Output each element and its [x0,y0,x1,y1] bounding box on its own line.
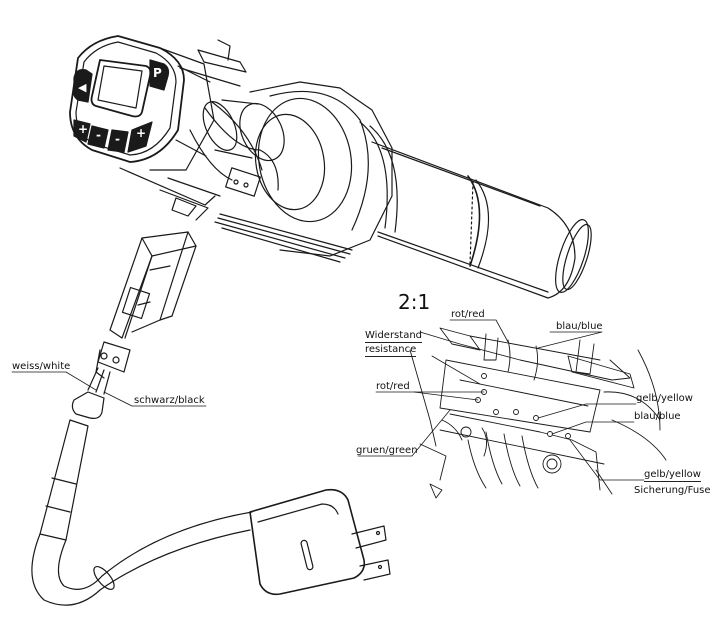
label-gelb-yellow-top: gelb/yellow [636,393,693,404]
detail-view [409,327,667,499]
handle [87,167,221,395]
panel-p-button-glyph: P [153,66,162,80]
label-rot-red-top: rot/red [451,309,485,320]
panel-left-button-glyph: ◀ [78,81,87,94]
label-weiss-white: weiss/white [12,361,71,372]
panel-minus-right-glyph: - [115,132,120,146]
label-sicherung-fuse: Sicherung/Fuse [634,485,711,496]
scale-label: 2:1 [398,290,431,314]
panel-plus-left-glyph: + [78,122,89,136]
leader-lines [11,319,645,481]
label-gelb-yellow-bottom: gelb/yellow [644,469,701,482]
label-blau-blue-top: blau/blue [556,321,603,332]
label-resistance: resistance [365,344,417,357]
motor-housing [179,39,393,263]
control-panel [69,35,215,171]
label-widerstand: Widerstand [365,330,423,343]
label-rot-red-left: rot/red [376,381,410,392]
label-gruen-green: gruen/green [356,445,418,456]
heat-gun-tube [359,121,592,299]
power-cable [31,391,391,606]
label-blau-blue-right: blau/blue [634,411,681,422]
panel-plus-right-glyph: + [136,126,147,140]
label-schwarz-black: schwarz/black [134,395,205,406]
panel-minus-left-glyph: - [96,128,101,142]
